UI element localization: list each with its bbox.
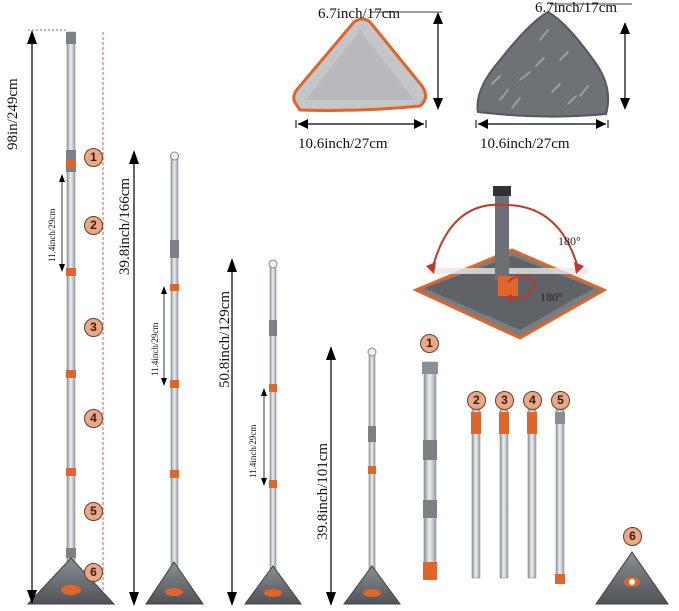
rotating-head-illustration [412,186,608,340]
two-section-height-label: 39.8inch/101cm [315,442,331,540]
mop-full-length [26,29,116,605]
four-section-height-label: 39.8inch/166cm [117,177,133,275]
separated-mop-head [595,551,669,605]
flat-pad-height-label: 6.7inch/17cm [318,6,401,22]
separated-part-3 [499,409,509,579]
rotation-inner-label: 180° [540,290,563,304]
separated-part-1 [422,361,438,580]
rotation-outer-label: 180° [558,234,581,248]
part-badge-3: 3 [495,391,514,410]
part-badge-6: 6 [623,527,642,546]
chenille-pad-height-label: 6.7inch/17cm [535,0,618,16]
section-badge-4: 4 [84,409,103,428]
part-badge-4: 4 [523,391,542,410]
section-length-label-1: 11.4inch/29cm [47,208,57,262]
separated-part-4 [527,409,537,579]
three-section-height-label: 50.8inch/129cm [217,290,233,388]
section-badge-3: 3 [84,318,103,337]
part-badge-5: 5 [551,391,570,410]
mop-four-sections [129,150,204,606]
section-badge-5: 5 [84,502,103,521]
chenille-pad-width-label: 10.6inch/27cm [480,136,570,152]
mop-three-sections [227,258,302,606]
part-badge-1: 1 [420,334,439,353]
section-badge-6: 6 [84,563,103,582]
separated-part-2 [471,409,481,579]
section-length-label-3: 11.4inch/29cm [248,424,258,478]
section-badge-1: 1 [84,148,103,167]
flat-pad-width-label: 10.6inch/27cm [298,136,388,152]
full-height-label: 98in/249cm [5,78,21,150]
section-badge-2: 2 [84,216,103,235]
flat-pad [292,11,443,129]
separated-part-5 [555,409,565,584]
section-length-label-2: 11.4inch/29cm [150,322,160,376]
part-badge-2: 2 [467,391,486,410]
chenille-pad [475,3,632,129]
mop-two-sections [326,346,401,606]
